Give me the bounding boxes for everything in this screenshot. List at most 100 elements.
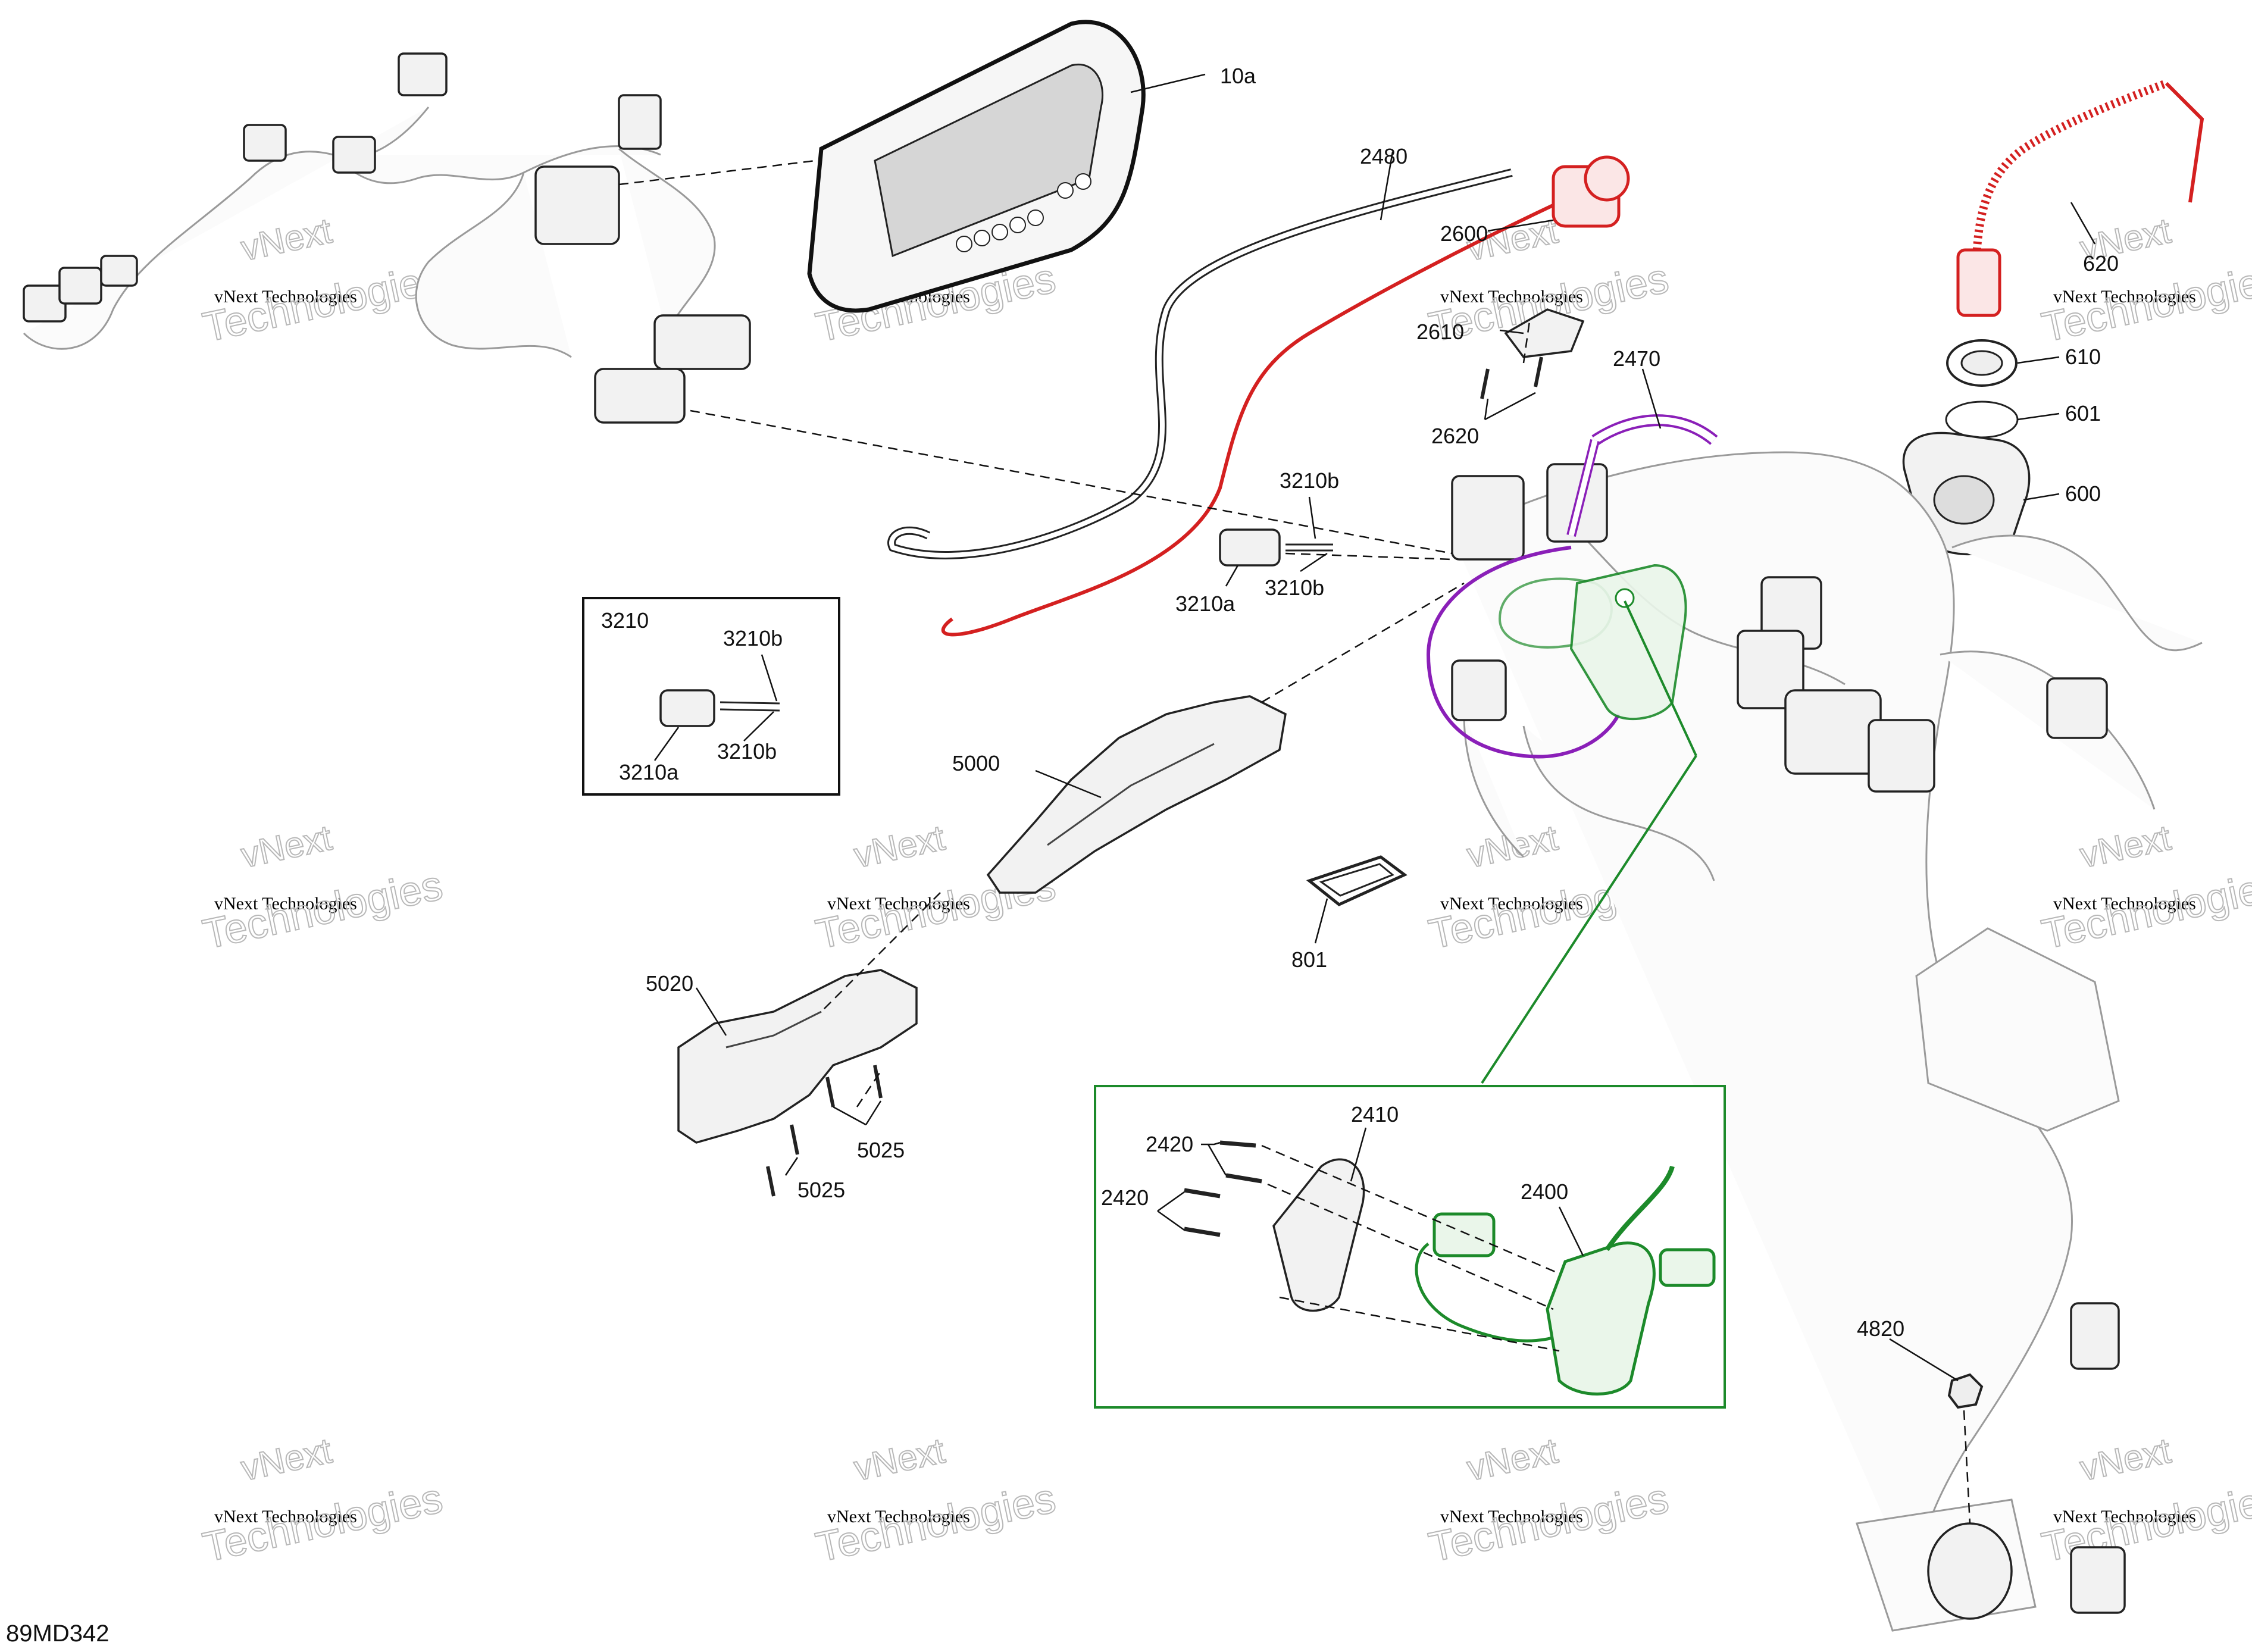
watermark-text: vNext Technologies [2053,1507,2196,1526]
harness-connector [1451,659,1507,721]
harness-connector [618,94,662,150]
watermark-outline: vNext [1463,1431,1561,1488]
watermark-outline: Technologies [199,1475,446,1570]
watermark-text: vNext Technologies [214,287,357,306]
diagram-code: 89MD342 [6,1620,109,1647]
nut-4820 [1947,1373,1984,1409]
harness-connector [332,136,376,174]
callout-2480: 2480 [1360,144,1408,168]
harness-connector [1451,475,1525,561]
callout-2420-bottom: 2420 [1101,1185,1149,1210]
cable-2480 [887,168,1513,559]
harness-connector [58,267,102,305]
callout-801: 801 [1291,947,1327,972]
switch-module-in-harness [1481,564,1697,1084]
harness-connector [398,52,448,96]
watermark-text: vNext Technologies [214,894,357,913]
red-sensor-2600 [941,155,1630,637]
callout-5025-right: 5025 [857,1138,905,1162]
callout-2410: 2410 [1351,1102,1399,1127]
watermark-outline: vNext [2076,1431,2174,1488]
watermark-outline: Technologies [1425,1475,1672,1570]
harness-main-connector [534,165,620,245]
inset-2400: 2410 2420 2420 2400 [1094,1085,1726,1409]
front-wiring-harness [23,52,751,424]
callout-labels: 10a 2480 2600 2610 2620 2470 620 610 601… [646,64,2119,1341]
main-wiring-harness [1451,451,2203,1632]
watermark-outline: vNext [1463,818,1561,875]
callout-3210b-bottom: 3210b [1265,575,1324,600]
screw-2420 [1184,1227,1221,1237]
dashed-leader-lines [618,159,1971,1524]
washer-601 [1945,401,2019,439]
callout-2600: 2600 [1440,221,1488,246]
watermark-outline: Technologies [199,862,446,958]
watermark-text: vNext Technologies [214,1507,357,1526]
harness-connector [1784,689,1882,775]
display-buttons [956,173,1091,252]
watermark-outline: vNext [237,211,335,268]
display-cluster-10a [807,20,1146,313]
switch-600 [1902,431,2031,556]
inset-title-3210: 3210 [601,608,649,633]
screws-2620 [1480,356,1543,399]
callout-2420-top: 2420 [1146,1132,1193,1156]
callout-5025-left: 5025 [797,1178,845,1202]
callout-leaders [695,73,2096,1382]
connector-3210a [1219,528,1281,567]
callout-10a: 10a [1220,64,1256,88]
callout-610: 610 [2065,345,2101,369]
inset-3210: 3210 3210b 3210a 3210b [582,597,840,796]
callout-3210b-top: 3210b [1280,468,1339,493]
harness-2470 [1426,414,1718,759]
watermark-outline: Technologies [2038,862,2252,958]
watermark-outline: Technologies [2038,1475,2252,1570]
inset-connector [659,689,715,727]
screw-2420 [1184,1188,1221,1199]
harness-connector [2046,677,2108,739]
inset-callout-3210b-bottom: 3210b [717,739,777,764]
inset-callout-3210a: 3210a [619,760,679,784]
watermark-outline: vNext [237,1431,335,1488]
bracket-5000 [986,695,1287,894]
watermark-outline: Technologies [199,255,446,351]
callout-601: 601 [2065,401,2101,425]
watermark-text: vNext Technologies [827,1507,970,1526]
watermark-outline: vNext [850,818,948,875]
connector-3210 [1219,528,1333,567]
callout-5000: 5000 [952,751,1000,775]
cap-610 [1946,339,2018,387]
callout-620: 620 [2083,251,2119,276]
inset-callout-3210b-top: 3210b [723,626,783,650]
safety-tether-620 [1956,79,2204,317]
gasket-801 [1306,855,1408,906]
harness-connector [100,255,138,287]
harness-connector [594,368,686,424]
watermark-text: vNext Technologies [1440,1507,1583,1526]
harness-connector [2070,1302,2120,1370]
bracket-2610 [1504,308,1585,358]
harness-connector [653,314,751,370]
watermark-outline: Technologies [812,1475,1059,1570]
switch-connector [1432,1212,1496,1257]
watermark-outline: vNext [850,1431,948,1488]
watermark-text: vNext Technologies [1440,894,1583,913]
switch-connector [1659,1248,1716,1287]
harness-connector [2070,1546,2126,1614]
screws-5025 [766,1065,883,1197]
bracket-5020 [677,969,918,1144]
harness-connector [1868,719,1935,793]
watermark-outline: vNext [2076,818,2174,875]
callout-5020: 5020 [646,971,693,996]
callout-2400: 2400 [1521,1179,1568,1204]
harness-connector [243,124,287,162]
callout-2610: 2610 [1416,320,1464,344]
callout-600: 600 [2065,481,2101,506]
callout-4820: 4820 [1857,1316,1904,1341]
callout-2470: 2470 [1613,346,1660,371]
cover-2410 [1272,1158,1365,1312]
callout-3210a: 3210a [1175,592,1236,616]
watermark-text: vNext Technologies [2053,894,2196,913]
switch-2400 [1546,1241,1656,1396]
